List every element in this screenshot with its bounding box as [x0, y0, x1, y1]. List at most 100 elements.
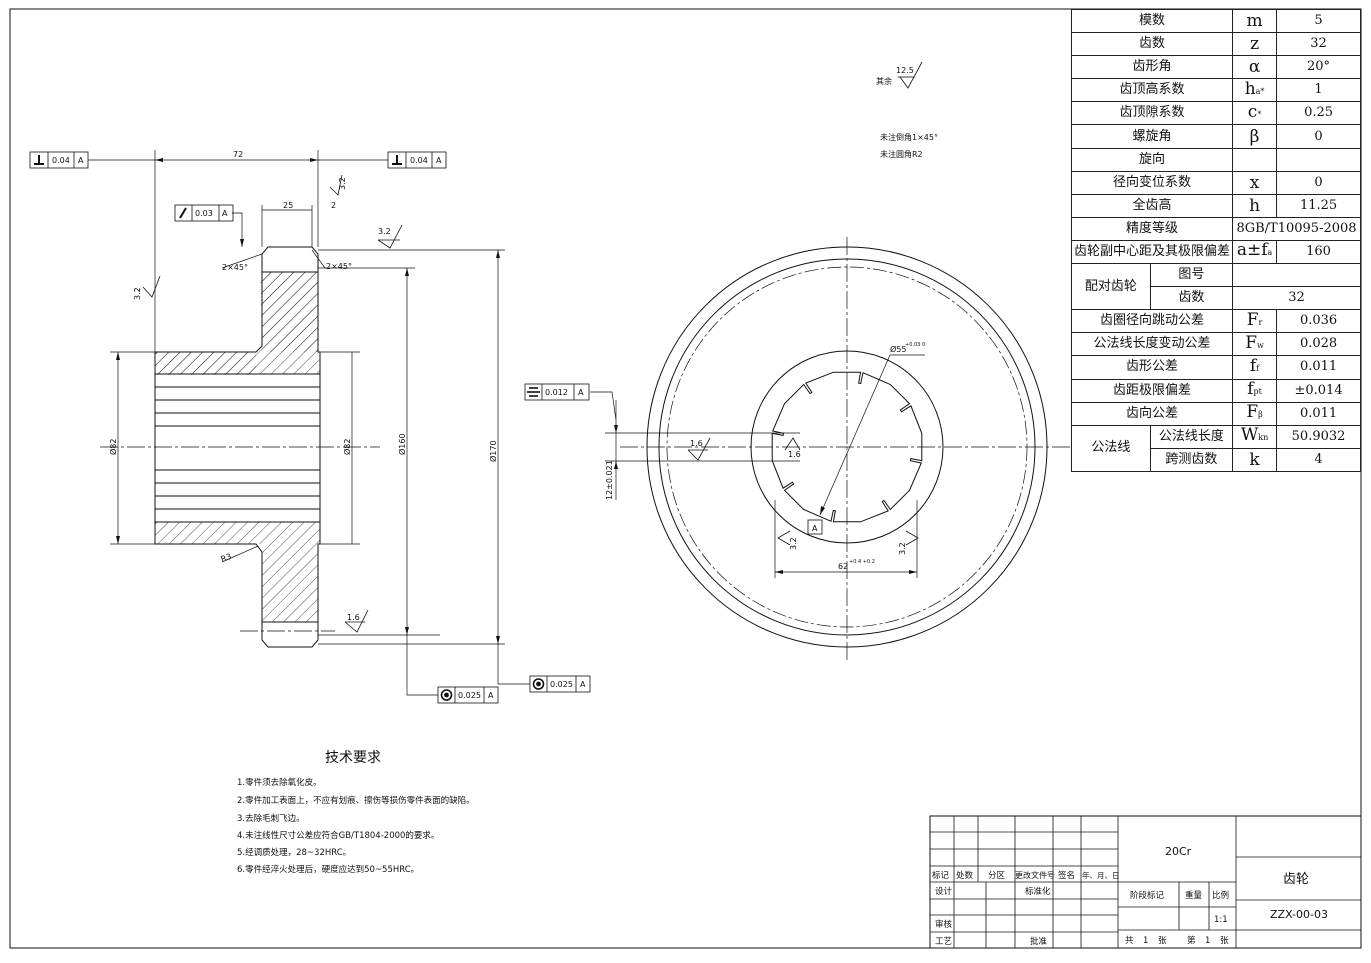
param-text: 1	[1314, 82, 1323, 98]
fcf-circ1-datum: A	[488, 691, 494, 700]
spline-bore	[771, 371, 923, 523]
param-text: 32	[1310, 36, 1327, 52]
title-block-text: 标记 处数 分区 更改文件号 签名 年、月、日 设计 标准化 审核 工艺 批准 …	[932, 845, 1328, 947]
fcf-symmetry-datum: A	[578, 388, 584, 397]
tb-biaoji: 标记	[932, 870, 950, 881]
side-view-labels: 0.04 A 0.04 A 0.03 A 0.025 A 0.025 A 72 …	[52, 150, 586, 700]
dim-d170: Ø170	[488, 440, 498, 462]
param-text: 0.028	[1299, 336, 1338, 352]
tb-shenhe: 审核	[935, 919, 953, 930]
param-text: W	[1240, 425, 1259, 446]
param-row: 齿数 z 32	[1070, 32, 1361, 57]
dim-d55: Ø55	[890, 344, 906, 354]
param-text: 8GB/T10095-2008	[1236, 220, 1357, 236]
chamfer-left: 2×45°	[222, 263, 248, 272]
param-text: 精度等级	[1126, 220, 1179, 236]
tb-part-name: 齿轮	[1283, 872, 1309, 887]
fcf-circ-1	[437, 686, 499, 704]
tb-zhongliang: 重量	[1185, 890, 1203, 901]
param-text: z	[1250, 34, 1260, 55]
front-view	[590, 237, 1070, 662]
param-text: ±0.014	[1294, 382, 1343, 398]
param-text: 螺旋角	[1132, 128, 1172, 144]
tb-chushu: 处数	[956, 870, 974, 881]
param-subscript: w	[1257, 340, 1264, 350]
tb-date: 年、月、日	[1082, 870, 1120, 880]
param-row: 旋向	[1070, 147, 1361, 172]
param-text: 径向变位系数	[1113, 174, 1192, 190]
param-text: m	[1246, 11, 1263, 32]
chamfer-right: 2×45°	[326, 262, 352, 271]
fcf-runout-datum: A	[222, 209, 228, 218]
param-text: f	[1249, 355, 1257, 376]
param-subscript: a	[1267, 248, 1273, 258]
param-text: 旋向	[1139, 151, 1166, 167]
param-group-label: 配对齿轮	[1084, 278, 1137, 294]
tb-gong: 共	[1125, 936, 1134, 946]
tb-zhang2: 张	[1220, 936, 1229, 946]
dim-12: 12±0.021	[605, 460, 614, 500]
param-text: 跨测齿数	[1165, 451, 1218, 467]
param-text: f	[1247, 379, 1254, 400]
tb-scale: 1:1	[1214, 915, 1228, 925]
param-subscript: kn	[1258, 433, 1269, 443]
param-group: 配对齿轮	[1071, 263, 1151, 311]
param-text: F	[1245, 332, 1258, 353]
param-text: F	[1246, 402, 1259, 423]
dim-62: 62	[838, 562, 848, 571]
hatch-web-lower	[262, 544, 318, 622]
param-text: k	[1249, 449, 1260, 470]
section-view	[88, 150, 530, 696]
fcf-runout-value: 0.03	[195, 209, 213, 218]
tb-pizhun: 批准	[1030, 936, 1048, 947]
dim-d82-right: Ø82	[342, 439, 352, 455]
fcf-perp-right	[387, 151, 447, 169]
roughness-3-2-v2: 3.2	[133, 287, 142, 300]
fcf-perp-left-value: 0.04	[52, 156, 70, 165]
dim-72: 72	[233, 150, 243, 159]
tb-genggai: 更改文件号	[1015, 870, 1055, 880]
requirement-item: 3.去除毛刺飞边。	[237, 814, 305, 824]
fcf-perp-left	[29, 151, 89, 169]
roughness-other-label: 其余	[876, 76, 892, 86]
fcf-symmetry-value: 0.012	[545, 388, 568, 397]
dim-2: 2	[331, 201, 336, 210]
tb-qianming: 签名	[1058, 870, 1075, 881]
param-text: 全齿高	[1132, 197, 1172, 213]
title-block	[929, 815, 1362, 949]
param-text: 0.011	[1299, 405, 1338, 421]
param-text: h	[1249, 195, 1261, 216]
note-chamfer: 未注倒角1×45°	[880, 132, 938, 142]
datum-a: A	[812, 524, 818, 533]
dim-d82-left: Ø82	[108, 439, 118, 455]
param-text: 0.25	[1304, 105, 1334, 121]
note-fillet: 未注圆角R2	[880, 149, 923, 159]
param-text: β	[1249, 126, 1260, 147]
param-text: 齿轮副中心距及其极限偏差	[1074, 243, 1231, 259]
fcf-perp-right-value: 0.04	[410, 156, 428, 165]
param-text: x	[1249, 172, 1260, 193]
param-text: 齿顶高系数	[1119, 82, 1185, 98]
param-subscript: pt	[1253, 387, 1262, 397]
param-text: F	[1246, 309, 1259, 330]
param-text: 齿数	[1139, 36, 1166, 52]
roughness-3-2-v1: 3.2	[338, 177, 347, 190]
param-text: 0.011	[1299, 359, 1338, 375]
param-subscript: a*	[1255, 86, 1265, 96]
sheet-border	[9, 8, 1362, 949]
param-text: 齿圈径向跳动公差	[1100, 313, 1205, 329]
fillet-r3: R3	[220, 552, 233, 564]
roughness-3-2-top: 3.2	[378, 227, 391, 236]
